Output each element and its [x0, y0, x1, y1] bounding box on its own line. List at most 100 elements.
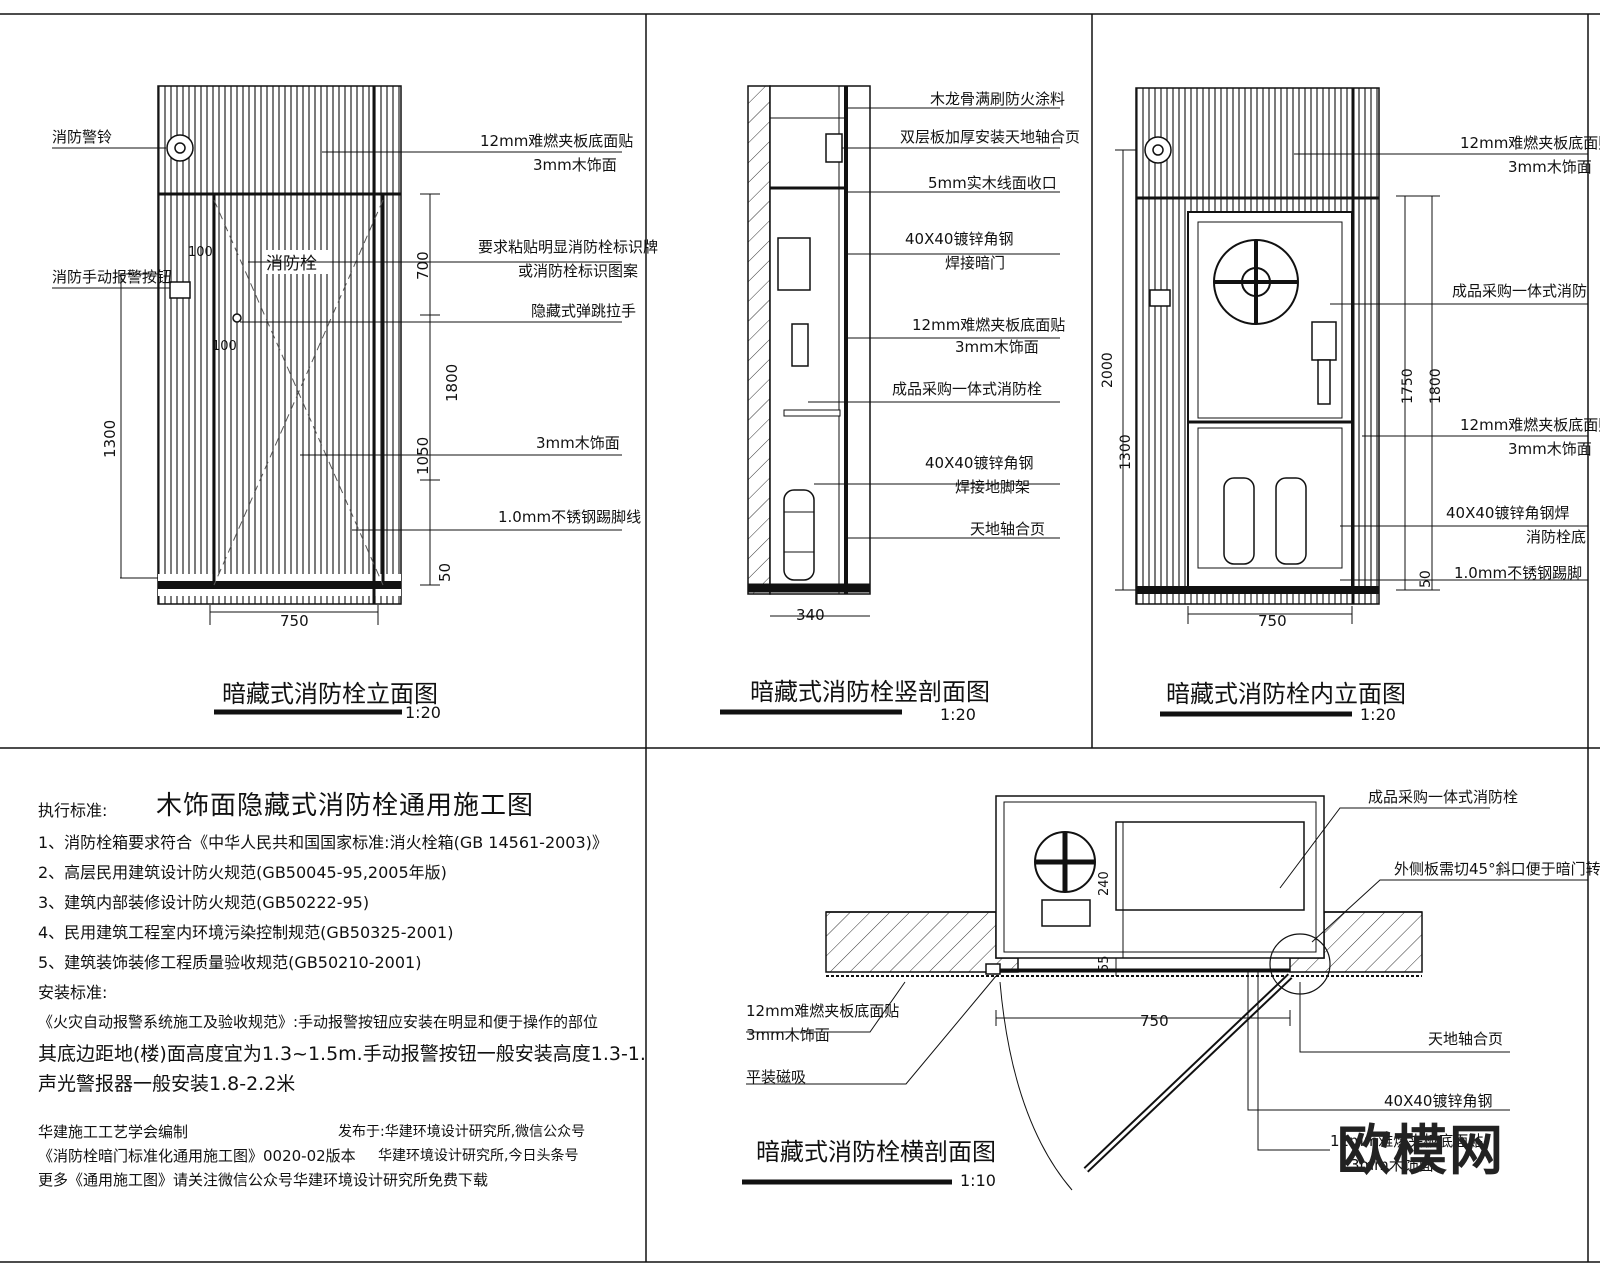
label-panel-12mm-plan: 12mm难燃夹板底面贴 [746, 1002, 899, 1020]
alarm-bell-icon-inner [1144, 136, 1172, 164]
wall-left-hatch [825, 911, 1019, 973]
standard-line-5: 5、建筑装饰装修工程质量验收规范(GB50210-2001) [38, 953, 422, 972]
vertical-section-title: 暗藏式消防栓竖剖面图 [750, 678, 990, 706]
dim-750-plan: 750 [1140, 1012, 1169, 1030]
label-hinge: 双层板加厚安装天地轴合页 [900, 128, 1080, 146]
standard-line-2: 2、高层民用建筑设计防火规范(GB50045-95,2005年版) [38, 863, 447, 882]
label-veneer-3mm-plan: 3mm木饰面 [746, 1026, 830, 1044]
label-angle-steel-plan: 40X40镀锌角钢 [1384, 1092, 1492, 1110]
magnet-icon [985, 963, 1001, 975]
label-veneer-3mm: 3mm木饰面 [533, 156, 617, 174]
extinguisher-icon-1 [1223, 477, 1255, 565]
dim-1050: 1050 [414, 437, 432, 475]
label-push-handle: 隐藏式弹跳拉手 [531, 302, 636, 320]
label-skirting-inner: 1.0mm不锈钢踢脚 [1454, 564, 1582, 582]
compiled-by: 华建施工工艺学会编制 [38, 1123, 189, 1141]
install-line-1: 《火灾自动报警系统施工及验收规范》:手动报警按钮应安装在明显和便于操作的部位 [38, 1013, 599, 1031]
label-pivot-hinge-plan: 天地轴合页 [1428, 1030, 1503, 1048]
dim-750: 750 [280, 612, 309, 630]
horizontal-section-title: 暗藏式消防栓横剖面图 [756, 1138, 996, 1166]
dim-100a: 100 [188, 245, 213, 260]
notes-title: 木饰面隐藏式消防栓通用施工图 [156, 791, 535, 821]
dim-50: 50 [436, 563, 454, 582]
push-handle-icon [232, 313, 242, 323]
label-panel-12mm-inner: 12mm难燃夹板底面贴 [1460, 134, 1600, 152]
wall-hatch [747, 85, 771, 595]
valve-icon [791, 323, 809, 367]
dim-100b: 100 [212, 339, 237, 354]
standard-line-3: 3、建筑内部装修设计防火规范(GB50222-95) [38, 893, 370, 912]
dim-2000: 2000 [1100, 352, 1116, 388]
install-line-2: 其底边距地(楼)面高度宜为1.3~1.5m.手动报警按钮一般安装高度1.3-1. [38, 1043, 646, 1065]
label-panel-12mm-plan-b: 12mm难燃夹板底面贴 [1330, 1132, 1483, 1150]
dim-1800: 1800 [443, 364, 461, 402]
dim-1300: 1300 [101, 420, 119, 458]
dim-240: 240 [1097, 871, 1112, 896]
elevation-scale: 1:20 [405, 703, 441, 722]
fire-extinguisher-icon [783, 489, 815, 581]
inner-elevation-title: 暗藏式消防栓内立面图 [1166, 680, 1406, 708]
dim-1750: 1750 [1400, 368, 1416, 404]
watermark-logo: 欧模网 [1337, 1119, 1505, 1182]
label-magnet-plan: 平装磁吸 [746, 1068, 806, 1086]
label-fire-coating: 木龙骨满刷防火涂料 [930, 90, 1065, 108]
dim-340: 340 [796, 606, 825, 624]
manual-alarm-button-icon [169, 281, 191, 299]
label-sign-requirement-1: 要求粘贴明显消防栓标识牌 [478, 238, 658, 256]
label-veneer-3mm: 3mm木饰面 [955, 338, 1039, 356]
construction-notes: 木饰面隐藏式消防栓通用施工图 执行标准: 1、消防栓箱要求符合《中华人民共和国国… [38, 785, 646, 1189]
label-weld-foot: 焊接地脚架 [955, 478, 1030, 496]
label-panel-12mm: 12mm难燃夹板底面贴 [912, 316, 1065, 334]
label-sign-requirement-2: 或消防栓标识图案 [518, 262, 638, 280]
dim-55: 55 [1097, 955, 1112, 972]
horizontal-section-view: 成品采购一体式消防栓 外侧板需切45°斜口便于暗门转动 12mm难燃夹板底面贴 … [742, 788, 1600, 1191]
label-angle-steel-foot: 40X40镀锌角钢 [925, 454, 1033, 472]
extinguisher-icon-2 [1275, 477, 1307, 565]
label-alarm-bell: 消防警铃 [52, 128, 112, 146]
label-integrated-hydrant: 成品采购一体式消防栓 [892, 380, 1042, 398]
standard-label: 执行标准: [38, 801, 108, 820]
label-angle-steel-inner: 40X40镀锌角钢焊 [1446, 504, 1569, 522]
elevation-view: 消防栓 消防警铃 消防手动报警按钮 12mm难燃夹板底面贴 3mm木饰面 要求粘… [52, 85, 658, 722]
doc-name: 《消防栓暗门标准化通用施工图》0020-02版本 [38, 1147, 356, 1165]
hydrant-label: 消防栓 [266, 254, 317, 274]
wood-veneer-door [157, 85, 402, 605]
label-weld-door: 焊接暗门 [945, 254, 1005, 272]
label-veneer-3mm-inner-b: 3mm木饰面 [1508, 440, 1592, 458]
inner-elevation-view: 12mm难燃夹板底面贴 3mm木饰面 成品采购一体式消防 12mm难燃夹板底面贴… [1100, 87, 1600, 724]
install-line-3: 声光警报器一般安装1.8-2.2米 [38, 1073, 296, 1095]
alarm-bell-icon [166, 134, 194, 162]
install-label: 安装标准: [38, 983, 108, 1002]
label-panel-12mm-inner-b: 12mm难燃夹板底面贴 [1460, 416, 1600, 434]
dim-700: 700 [414, 251, 432, 280]
vertical-section-view: 木龙骨满刷防火涂料 双层板加厚安装天地轴合页 5mm实木线面收口 40X40镀锌… [720, 85, 1080, 724]
standard-line-1: 1、消防栓箱要求符合《中华人民共和国国家标准:消火栓箱(GB 14561-200… [38, 833, 608, 852]
dim-1300-inner: 1300 [1118, 434, 1134, 470]
label-manual-alarm-button: 消防手动报警按钮 [52, 268, 172, 286]
more-info: 更多《通用施工图》请关注微信公众号华建环境设计研究所免费下载 [38, 1171, 489, 1189]
label-veneer-3mm-b: 3mm木饰面 [536, 434, 620, 452]
label-veneer-3mm-inner: 3mm木饰面 [1508, 158, 1592, 176]
label-pivot-hinge: 天地轴合页 [970, 520, 1045, 538]
standard-line-4: 4、民用建筑工程室内环境污染控制规范(GB50325-2001) [38, 923, 454, 942]
label-hydrant-base: 消防栓底 [1526, 528, 1586, 546]
vertical-section-scale: 1:20 [940, 705, 976, 724]
label-bevel-cut: 外侧板需切45°斜口便于暗门转动 [1394, 860, 1600, 878]
inner-elevation-scale: 1:20 [1360, 705, 1396, 724]
published-at: 发布于:华建环境设计研究所,微信公众号 [338, 1124, 586, 1140]
valve-icon-inner [1311, 321, 1337, 361]
label-trim-5mm: 5mm实木线面收口 [928, 174, 1057, 192]
label-angle-steel-door: 40X40镀锌角钢 [905, 230, 1013, 248]
horizontal-section-scale: 1:10 [960, 1171, 996, 1190]
elevation-title: 暗藏式消防栓立面图 [222, 680, 438, 708]
label-skirting: 1.0mm不锈钢踢脚线 [498, 508, 641, 526]
label-integrated-hydrant-inner: 成品采购一体式消防 [1452, 282, 1587, 300]
dim-750-inner: 750 [1258, 612, 1287, 630]
published-at-2: 华建环境设计研究所,今日头条号 [378, 1148, 579, 1164]
dim-50-inner: 50 [1418, 570, 1434, 588]
label-veneer-3mm-plan-b: 3mm木饰面 [1350, 1156, 1434, 1174]
dim-1800-inner: 1800 [1428, 368, 1444, 404]
label-integrated-hydrant-plan: 成品采购一体式消防栓 [1368, 788, 1518, 806]
sheet-frame [0, 13, 1600, 1263]
